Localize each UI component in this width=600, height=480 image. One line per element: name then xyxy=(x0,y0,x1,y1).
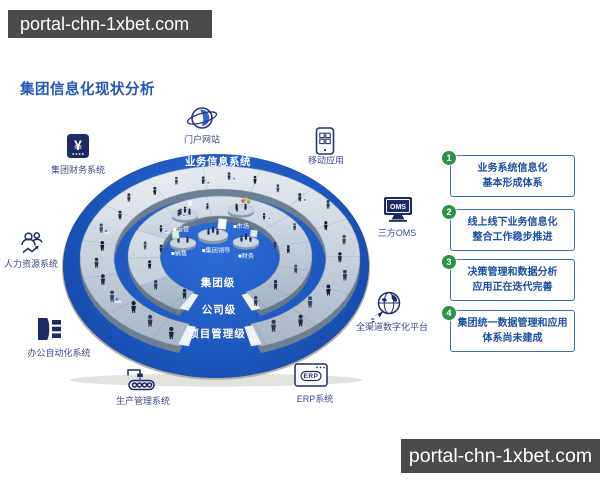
finding-number-badge: 2 xyxy=(442,205,456,219)
tier-rings xyxy=(79,165,361,353)
svg-text:¥: ¥ xyxy=(74,137,82,153)
yuan-icon: ¥ xyxy=(67,134,89,158)
watermark-bottom: portal-chn-1xbet.com xyxy=(401,439,600,473)
finding-box: 业务系统信息化 基本形成体系 xyxy=(450,155,575,197)
finding-text: 整合工作稳步推进 xyxy=(472,232,553,243)
people-figures xyxy=(94,172,348,340)
center-platform-market xyxy=(227,204,255,218)
system-label-oms: 三方OMS xyxy=(378,227,417,238)
system-label-hr: 人力资源系统 xyxy=(4,258,58,269)
finding-box: 集团统一数据管理和应用 体系尚未建成 xyxy=(450,310,575,352)
group-label-market: ■市场 xyxy=(233,223,249,231)
group-label-leadership: ■集团领导 xyxy=(202,247,231,255)
documents-icon xyxy=(38,318,61,340)
finding-text: 基本形成体系 xyxy=(482,178,543,189)
center-platform-sales xyxy=(169,237,197,251)
level-label-group: 集团级 xyxy=(200,276,236,289)
system-label-omni: 全渠道数字化平台 xyxy=(356,321,428,332)
system-label-oa: 办公自动化系统 xyxy=(27,347,90,358)
system-label-finance: 集团财务系统 xyxy=(51,164,105,175)
monitor-icon: OMS xyxy=(384,197,412,222)
group-label-operations: ■运营 xyxy=(173,226,189,234)
outer-band-label: 业务信息系统 xyxy=(185,155,251,168)
system-label-production: 生产管理系统 xyxy=(116,395,170,406)
finding-number-badge: 4 xyxy=(442,306,456,320)
level-label-company: 公司级 xyxy=(202,303,237,316)
finding-text: 业务系统信息化 xyxy=(477,163,548,174)
finding-text: 决策管理和数据分析 xyxy=(467,267,558,278)
finding-box: 线上线下业务信息化 整合工作稳步推进 xyxy=(450,209,575,251)
finding-box: 决策管理和数据分析 应用正在迭代完善 xyxy=(450,259,575,301)
svg-text:OMS: OMS xyxy=(390,204,406,211)
finding-number-badge: 3 xyxy=(442,255,456,269)
center-platform-finance xyxy=(232,236,260,250)
globe-plane-icon xyxy=(371,291,401,322)
system-label-portal: 门户网站 xyxy=(184,134,220,145)
svg-text:ERP: ERP xyxy=(304,373,319,380)
finding-number-badge: 1 xyxy=(442,151,456,165)
finding-text: 线上线下业务信息化 xyxy=(467,217,558,228)
machine-icon xyxy=(127,369,155,391)
watermark-top: portal-chn-1xbet.com xyxy=(8,10,212,38)
finding-text: 集团统一数据管理和应用 xyxy=(457,318,568,329)
system-label-erp: ERP系统 xyxy=(297,393,334,404)
group-label-finance: ■财务 xyxy=(238,252,254,260)
level-label-project: 项目管理级 xyxy=(188,327,246,340)
finding-text: 体系尚未建成 xyxy=(482,333,543,344)
page-title: 集团信息化现状分析 xyxy=(20,82,155,98)
mobile-app-icon xyxy=(315,127,335,155)
center-platform-leadership xyxy=(197,228,229,244)
erp-window-icon: ERP xyxy=(294,363,328,387)
people-icon xyxy=(21,232,43,254)
finding-text: 应用正在迭代完善 xyxy=(472,282,553,293)
planet-icon xyxy=(186,107,218,129)
group-label-sales: ■销售 xyxy=(171,250,187,258)
system-label-mobile: 移动应用 xyxy=(308,155,344,166)
